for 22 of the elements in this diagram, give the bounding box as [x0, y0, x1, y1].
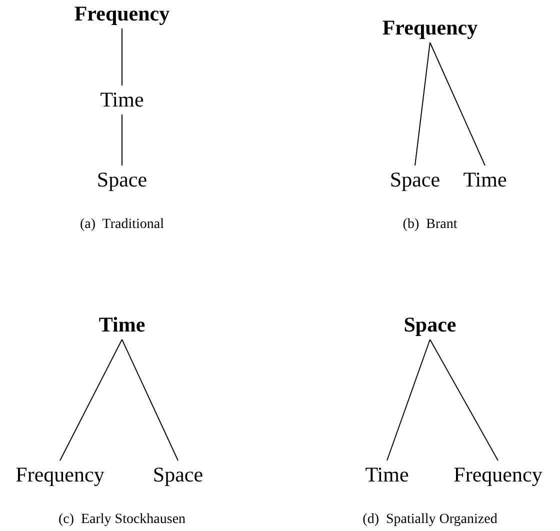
tree-label: Frequency	[74, 2, 170, 26]
connector-line	[414, 42, 430, 166]
tree-label: Frequency	[16, 462, 104, 488]
tree-label: Space	[152, 462, 204, 488]
connector-line	[60, 339, 122, 461]
subfigure-caption: (b) Brant	[402, 218, 458, 232]
tree-label: Time	[365, 462, 409, 488]
tree-label: Space	[96, 168, 148, 192]
subfigure-caption: (c) Early Stockhausen	[58, 513, 186, 527]
subfigure-caption: (d) Spatially Organized	[362, 513, 498, 527]
tree-label: Frequency	[454, 462, 542, 488]
tree-label: Time	[463, 168, 507, 192]
tree-label: Frequency	[382, 16, 478, 40]
connector-line	[430, 339, 498, 461]
tree-label: Time	[100, 88, 144, 112]
subfigure-caption: (a) Traditional	[80, 218, 164, 232]
connector-line	[430, 42, 486, 166]
connector-line	[122, 339, 178, 461]
connector-line	[386, 339, 430, 461]
tree-label: Space	[404, 312, 456, 338]
tree-label: Time	[98, 312, 146, 338]
tree-label: Space	[390, 168, 440, 192]
